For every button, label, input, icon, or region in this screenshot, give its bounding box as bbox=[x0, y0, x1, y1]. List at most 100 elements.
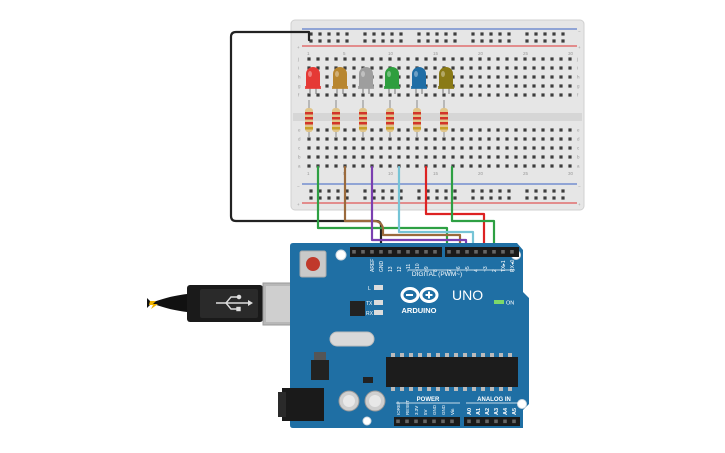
header-pin[interactable] bbox=[432, 419, 436, 424]
breadboard-hole[interactable] bbox=[460, 57, 464, 61]
breadboard-hole[interactable] bbox=[361, 155, 365, 159]
breadboard-hole[interactable] bbox=[352, 75, 356, 79]
breadboard-hole[interactable] bbox=[568, 137, 572, 141]
breadboard-hole[interactable] bbox=[415, 146, 419, 150]
rail-hole[interactable] bbox=[417, 189, 421, 193]
rail-hole[interactable] bbox=[309, 196, 313, 200]
rail-hole[interactable] bbox=[372, 196, 376, 200]
rail-hole[interactable] bbox=[507, 196, 511, 200]
breadboard-hole[interactable] bbox=[433, 155, 437, 159]
breadboard-hole[interactable] bbox=[496, 84, 500, 88]
breadboard-hole[interactable] bbox=[487, 66, 491, 70]
breadboard-hole[interactable] bbox=[505, 155, 509, 159]
breadboard-hole[interactable] bbox=[307, 66, 311, 70]
breadboard-hole[interactable] bbox=[469, 155, 473, 159]
breadboard-hole[interactable] bbox=[523, 137, 527, 141]
header-pin[interactable] bbox=[510, 250, 514, 254]
breadboard-hole[interactable] bbox=[397, 57, 401, 61]
breadboard-hole[interactable] bbox=[397, 93, 401, 97]
breadboard-hole[interactable] bbox=[334, 66, 338, 70]
breadboard-hole[interactable] bbox=[514, 84, 518, 88]
rail-hole[interactable] bbox=[453, 32, 457, 36]
breadboard-hole[interactable] bbox=[343, 137, 347, 141]
breadboard-hole[interactable] bbox=[568, 75, 572, 79]
rail-hole[interactable] bbox=[552, 189, 556, 193]
breadboard-hole[interactable] bbox=[532, 128, 536, 132]
breadboard-hole[interactable] bbox=[478, 84, 482, 88]
breadboard-hole[interactable] bbox=[505, 66, 509, 70]
rail-hole[interactable] bbox=[372, 32, 376, 36]
header-pin[interactable] bbox=[405, 419, 409, 424]
breadboard-hole[interactable] bbox=[442, 57, 446, 61]
header-pin[interactable] bbox=[441, 419, 445, 424]
breadboard-hole[interactable] bbox=[325, 164, 329, 168]
breadboard-hole[interactable] bbox=[307, 155, 311, 159]
breadboard-hole[interactable] bbox=[433, 93, 437, 97]
breadboard-hole[interactable] bbox=[514, 75, 518, 79]
breadboard-hole[interactable] bbox=[568, 93, 572, 97]
rail-hole[interactable] bbox=[399, 196, 403, 200]
rail-hole[interactable] bbox=[372, 39, 376, 43]
breadboard-hole[interactable] bbox=[406, 75, 410, 79]
breadboard-hole[interactable] bbox=[406, 164, 410, 168]
breadboard-hole[interactable] bbox=[460, 93, 464, 97]
header-pin[interactable] bbox=[406, 250, 410, 254]
breadboard-hole[interactable] bbox=[352, 84, 356, 88]
breadboard-hole[interactable] bbox=[505, 84, 509, 88]
breadboard-hole[interactable] bbox=[514, 146, 518, 150]
breadboard-hole[interactable] bbox=[406, 57, 410, 61]
breadboard-hole[interactable] bbox=[397, 155, 401, 159]
breadboard-hole[interactable] bbox=[307, 93, 311, 97]
breadboard-hole[interactable] bbox=[343, 93, 347, 97]
rail-hole[interactable] bbox=[489, 196, 493, 200]
breadboard-hole[interactable] bbox=[379, 146, 383, 150]
rail-hole[interactable] bbox=[381, 39, 385, 43]
rail-hole[interactable] bbox=[336, 196, 340, 200]
breadboard-hole[interactable] bbox=[343, 66, 347, 70]
rail-hole[interactable] bbox=[444, 189, 448, 193]
breadboard-hole[interactable] bbox=[442, 137, 446, 141]
header-pin[interactable] bbox=[492, 250, 496, 254]
breadboard-hole[interactable] bbox=[496, 164, 500, 168]
breadboard-hole[interactable] bbox=[532, 93, 536, 97]
rail-hole[interactable] bbox=[525, 196, 529, 200]
breadboard-hole[interactable] bbox=[406, 155, 410, 159]
breadboard-hole[interactable] bbox=[559, 57, 563, 61]
rail-hole[interactable] bbox=[417, 39, 421, 43]
breadboard-hole[interactable] bbox=[325, 155, 329, 159]
breadboard-hole[interactable] bbox=[523, 164, 527, 168]
breadboard-hole[interactable] bbox=[505, 137, 509, 141]
breadboard-hole[interactable] bbox=[325, 57, 329, 61]
breadboard-hole[interactable] bbox=[451, 57, 455, 61]
rail-hole[interactable] bbox=[381, 189, 385, 193]
rail-hole[interactable] bbox=[534, 39, 538, 43]
breadboard-hole[interactable] bbox=[370, 93, 374, 97]
breadboard-hole[interactable] bbox=[541, 137, 545, 141]
breadboard-hole[interactable] bbox=[532, 155, 536, 159]
breadboard-hole[interactable] bbox=[379, 155, 383, 159]
breadboard-hole[interactable] bbox=[541, 75, 545, 79]
breadboard-hole[interactable] bbox=[541, 93, 545, 97]
breadboard-hole[interactable] bbox=[352, 137, 356, 141]
rail-hole[interactable] bbox=[390, 189, 394, 193]
rail-hole[interactable] bbox=[336, 189, 340, 193]
header-pin[interactable] bbox=[476, 419, 480, 424]
breadboard-hole[interactable] bbox=[379, 84, 383, 88]
rail-hole[interactable] bbox=[318, 39, 322, 43]
breadboard-hole[interactable] bbox=[487, 155, 491, 159]
breadboard-hole[interactable] bbox=[370, 57, 374, 61]
breadboard-hole[interactable] bbox=[397, 128, 401, 132]
breadboard-hole[interactable] bbox=[370, 146, 374, 150]
breadboard-hole[interactable] bbox=[523, 84, 527, 88]
resistors[interactable] bbox=[305, 100, 448, 138]
breadboard-hole[interactable] bbox=[487, 57, 491, 61]
breadboard-hole[interactable] bbox=[334, 164, 338, 168]
breadboard-hole[interactable] bbox=[568, 66, 572, 70]
breadboard-hole[interactable] bbox=[433, 57, 437, 61]
header-pin[interactable] bbox=[501, 250, 505, 254]
rail-hole[interactable] bbox=[345, 196, 349, 200]
breadboard-hole[interactable] bbox=[478, 137, 482, 141]
breadboard-hole[interactable] bbox=[451, 93, 455, 97]
breadboard-hole[interactable] bbox=[442, 146, 446, 150]
rail-hole[interactable] bbox=[345, 189, 349, 193]
